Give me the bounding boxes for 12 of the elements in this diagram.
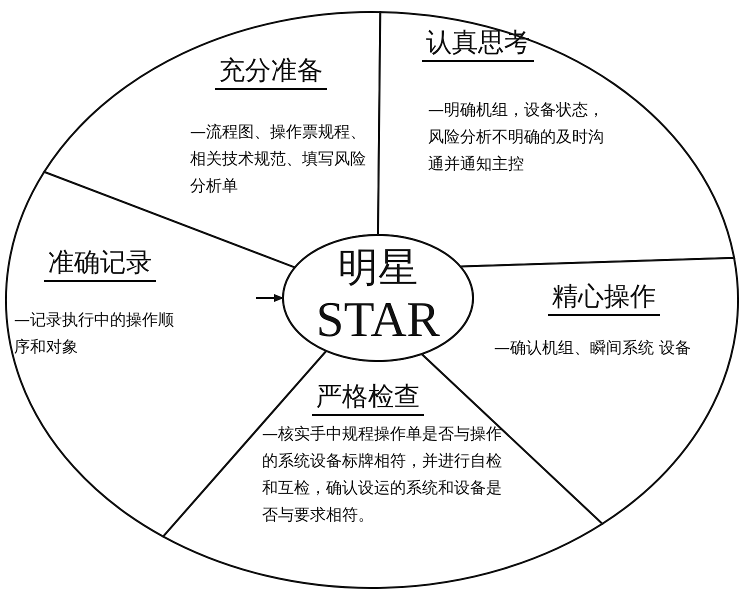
sector-description: —核实手中规程操作单是否与操作的系统设备标牌相符，并进行自检和互检，确认设运的系统和设备是否与要求相符。	[262, 423, 502, 526]
center-title: 明星	[337, 245, 419, 291]
center-subtitle: STAR	[315, 291, 441, 347]
sector-heading: 准确记录	[44, 246, 156, 282]
sector-description: —确认机组、瞬间系统 设备	[494, 337, 692, 359]
sector-heading: 充分准备	[215, 54, 327, 90]
sector-heading: 精心操作	[548, 280, 660, 316]
sector-description: —记录执行中的操作顺序和对象	[14, 309, 175, 358]
sector-heading: 严格检查	[312, 380, 424, 416]
sector-description: —流程图、操作票规程、相关技术规范、填写风险分析单	[190, 121, 367, 197]
arrow	[256, 294, 284, 302]
sector-description: —明确机组，设备状态，风险分析不明确的及时沟通并通知主控	[428, 99, 605, 175]
